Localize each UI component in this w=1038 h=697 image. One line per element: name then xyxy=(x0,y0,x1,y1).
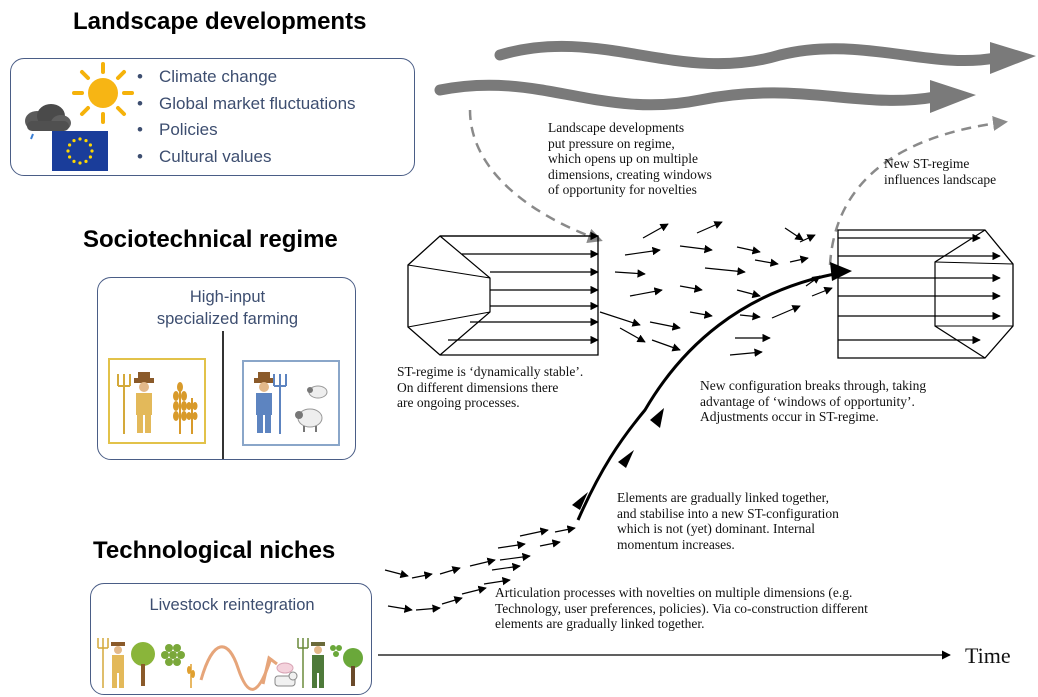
trajectory-marks xyxy=(572,408,664,510)
niches-heading: Technological niches xyxy=(93,537,336,564)
tree-icon xyxy=(131,642,155,686)
panel-divider xyxy=(222,331,224,459)
wheat-icon xyxy=(187,664,195,688)
tree-icon xyxy=(343,648,363,686)
annotation-regime-stable: ST-regime is ‘dynamically stable’. On di… xyxy=(397,364,584,410)
storm-cloud-icon xyxy=(25,104,71,140)
landscape-pressure-dashed-arrow xyxy=(468,109,603,244)
landscape-factor-item: Global market fluctuations xyxy=(129,91,356,118)
annotation-breakthrough: New configuration breaks through, taking… xyxy=(700,378,927,424)
niche-trajectory-curve xyxy=(576,270,846,521)
livestock-farming-frame xyxy=(242,360,340,446)
landscape-factor-item: Cultural values xyxy=(129,144,356,171)
niches-panel: Livestock reintegration xyxy=(90,583,372,695)
farmer-icon xyxy=(134,372,154,433)
cow-icon xyxy=(274,671,298,687)
landscape-heading: Landscape developments xyxy=(73,8,367,35)
regime-panel-title-line1: High-input xyxy=(189,288,266,306)
wave-icon xyxy=(199,645,273,691)
pitchfork-icon xyxy=(297,638,309,688)
time-axis-label: Time xyxy=(965,643,1011,668)
grapes-icon xyxy=(161,644,185,666)
landscape-factor-item: Climate change xyxy=(129,64,356,91)
landscape-factor-item: Policies xyxy=(129,117,356,144)
landscape-panel: Climate change Global market fluctuation… xyxy=(10,58,415,176)
annotation-landscape-pressure: Landscape developments put pressure on r… xyxy=(548,120,712,197)
sun-icon xyxy=(72,62,134,124)
niche-illustration xyxy=(97,638,363,691)
landscape-wave-arrowhead-bottom xyxy=(930,80,976,113)
pitchfork-icon xyxy=(273,374,287,434)
wheat-icon xyxy=(173,382,198,434)
pig-icon xyxy=(276,662,294,674)
regime-influence-dashed-arrow xyxy=(828,116,1008,266)
regime-panel-title-line2: specialized farming xyxy=(156,310,299,328)
landscape-wave-arrow-bottom xyxy=(434,79,941,111)
pitchfork-icon xyxy=(97,638,109,688)
grapes-icon xyxy=(330,645,342,657)
pitchfork-icon xyxy=(117,374,131,434)
landscape-arrows xyxy=(434,40,1036,113)
landscape-factor-list: Climate change Global market fluctuation… xyxy=(129,64,356,170)
new-regime-lines xyxy=(838,233,1001,345)
sheep-icon xyxy=(295,385,328,432)
regime-panel: High-input specialized farming xyxy=(97,277,356,460)
landscape-wave-arrowhead-top xyxy=(990,42,1036,74)
annotation-linked: Elements are gradually linked together, … xyxy=(617,490,839,552)
crop-farming-frame xyxy=(108,358,206,444)
niche-arrows xyxy=(384,525,576,613)
old-regime-lines xyxy=(440,231,599,345)
farmer-icon xyxy=(311,642,325,688)
crop-farmer-illustration xyxy=(117,372,198,434)
livestock-farmer-illustration xyxy=(254,372,328,434)
trajectory-arrowhead xyxy=(830,262,852,281)
scattered-arrows xyxy=(599,221,833,357)
new-regime-hexagon xyxy=(837,229,1014,359)
farmer-icon xyxy=(111,642,125,688)
farmer-icon xyxy=(254,372,274,433)
regime-heading: Sociotechnical regime xyxy=(83,226,338,253)
niches-panel-title: Livestock reintegration xyxy=(149,596,315,614)
annotation-articulation: Articulation processes with novelties on… xyxy=(495,585,868,631)
landscape-wave-arrow-top xyxy=(494,40,1001,70)
rising-arrow-icon xyxy=(261,655,278,685)
annotation-new-regime: New ST-regime influences landscape xyxy=(884,156,997,187)
regime-panel-title: High-input specialized farming xyxy=(98,286,357,330)
eu-flag-icon xyxy=(52,131,108,171)
